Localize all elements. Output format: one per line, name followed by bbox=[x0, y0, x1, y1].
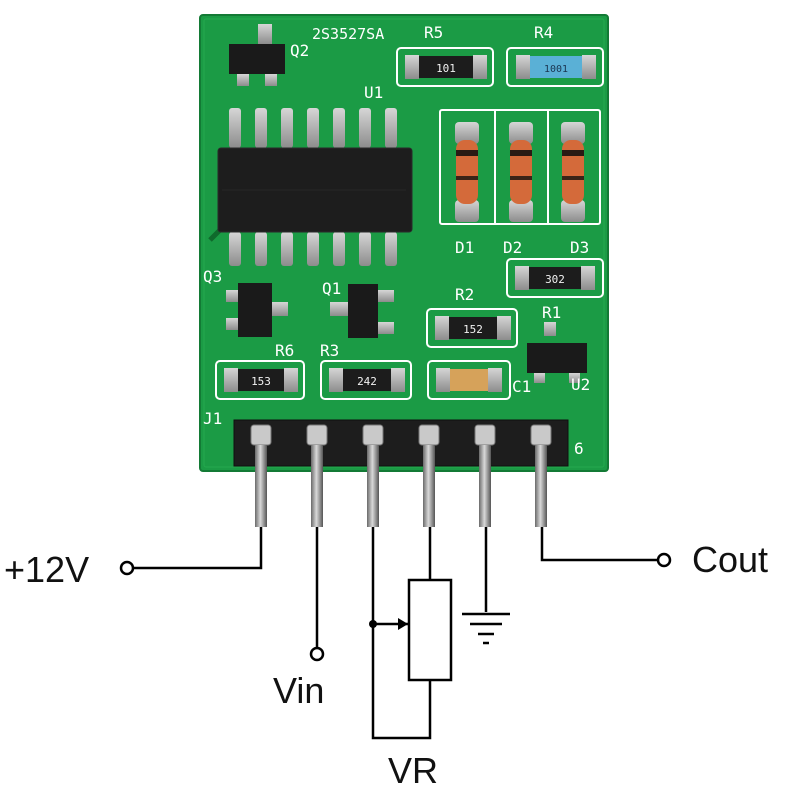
diode-pad bbox=[561, 200, 585, 222]
capacitor-c1: C1 bbox=[427, 360, 531, 400]
transistor-q2: Q2 bbox=[229, 24, 309, 86]
ic-u1: U1 bbox=[217, 83, 413, 266]
resistor-r3: R3 242 bbox=[320, 341, 412, 400]
diode-pad bbox=[561, 122, 585, 144]
d1-label: D1 bbox=[455, 238, 474, 257]
r2-label: R2 bbox=[455, 285, 474, 304]
terminal-cout-icon bbox=[656, 552, 672, 568]
regulator-u2: U2 bbox=[527, 322, 590, 394]
ic-pin bbox=[385, 108, 397, 148]
u2-label: U2 bbox=[571, 375, 590, 394]
pin6-label: 6 bbox=[574, 439, 584, 458]
r5-marking: 101 bbox=[436, 62, 456, 75]
diode-band bbox=[562, 150, 584, 156]
vin-label: Vin bbox=[273, 670, 324, 711]
header-pin bbox=[255, 445, 267, 527]
ic-pin bbox=[307, 108, 319, 148]
diode-pad bbox=[509, 200, 533, 222]
diode-body bbox=[510, 140, 532, 204]
board-part-number: 2S3527SA bbox=[312, 25, 384, 43]
header-pin-top bbox=[362, 424, 384, 446]
j1-label: J1 bbox=[203, 409, 222, 428]
header-pin-top bbox=[474, 424, 496, 446]
transistor-q3: Q3 bbox=[203, 267, 288, 337]
diode-band bbox=[456, 150, 478, 156]
r2-marking: 152 bbox=[463, 323, 483, 336]
header-pin bbox=[479, 445, 491, 527]
diode-pad bbox=[509, 122, 533, 144]
transistor-q1: Q1 bbox=[322, 279, 394, 338]
r5-label: R5 bbox=[424, 23, 443, 42]
ic-pin bbox=[333, 108, 345, 148]
supply-label: +12V bbox=[4, 549, 89, 590]
u1-label: U1 bbox=[364, 83, 383, 102]
resistor-r6: R6 153 bbox=[215, 341, 305, 400]
d2-label: D2 bbox=[503, 238, 522, 257]
cout-label: Cout bbox=[692, 539, 768, 580]
r6-marking: 153 bbox=[251, 375, 271, 388]
header-pin-top bbox=[530, 424, 552, 446]
r6-label: R6 bbox=[275, 341, 294, 360]
header-pin-top bbox=[250, 424, 272, 446]
q2-label: Q2 bbox=[290, 41, 309, 60]
resistor-r5: 101 R5 bbox=[396, 23, 494, 87]
ic-pin bbox=[385, 232, 397, 266]
ic-pin bbox=[229, 232, 241, 266]
terminal-12v-icon bbox=[119, 560, 135, 576]
r3-label: R3 bbox=[320, 341, 339, 360]
potentiometer-vr bbox=[407, 578, 453, 682]
r4-label: R4 bbox=[534, 23, 553, 42]
terminal-vin-icon bbox=[309, 646, 325, 662]
r1-marking: 302 bbox=[545, 273, 565, 286]
diode-body bbox=[562, 140, 584, 204]
resistor-r4: 1001 R4 bbox=[506, 23, 604, 87]
header-pin-top bbox=[306, 424, 328, 446]
ground-icon bbox=[462, 612, 510, 645]
r3-marking: 242 bbox=[357, 375, 377, 388]
ic-pin bbox=[333, 232, 345, 266]
diode-band bbox=[510, 150, 532, 156]
r1-label: R1 bbox=[542, 303, 561, 322]
vr-label: VR bbox=[388, 750, 438, 791]
q3-label: Q3 bbox=[203, 267, 222, 286]
wiper-arrow-icon bbox=[398, 618, 408, 630]
ic-pin bbox=[255, 232, 267, 266]
q1-label: Q1 bbox=[322, 279, 341, 298]
ic-pin bbox=[255, 108, 267, 148]
diode-array: D1 D2 D3 bbox=[439, 109, 601, 257]
ic-pin bbox=[359, 108, 371, 148]
c1-label: C1 bbox=[512, 377, 531, 396]
r4-marking: 1001 bbox=[544, 64, 568, 75]
diode-pad bbox=[455, 122, 479, 144]
diode-band bbox=[562, 176, 584, 180]
junction-dot bbox=[369, 620, 377, 628]
header-pin bbox=[535, 445, 547, 527]
pin-header-j1 bbox=[233, 419, 569, 527]
ic-pin bbox=[281, 108, 293, 148]
header-pin-top bbox=[418, 424, 440, 446]
ic-pin bbox=[307, 232, 319, 266]
diode-band bbox=[510, 176, 532, 180]
diode-band bbox=[456, 176, 478, 180]
diode-pad bbox=[455, 200, 479, 222]
header-pin bbox=[423, 445, 435, 527]
header-pin bbox=[311, 445, 323, 527]
d3-label: D3 bbox=[570, 238, 589, 257]
ic-pin bbox=[229, 108, 241, 148]
resistor-r1: 302 R1 bbox=[506, 258, 604, 322]
diode-body bbox=[456, 140, 478, 204]
pcb-board bbox=[199, 14, 609, 472]
ic-pin bbox=[281, 232, 293, 266]
ic-pin bbox=[359, 232, 371, 266]
header-pin bbox=[367, 445, 379, 527]
resistor-r2: 152 R2 bbox=[426, 285, 518, 348]
